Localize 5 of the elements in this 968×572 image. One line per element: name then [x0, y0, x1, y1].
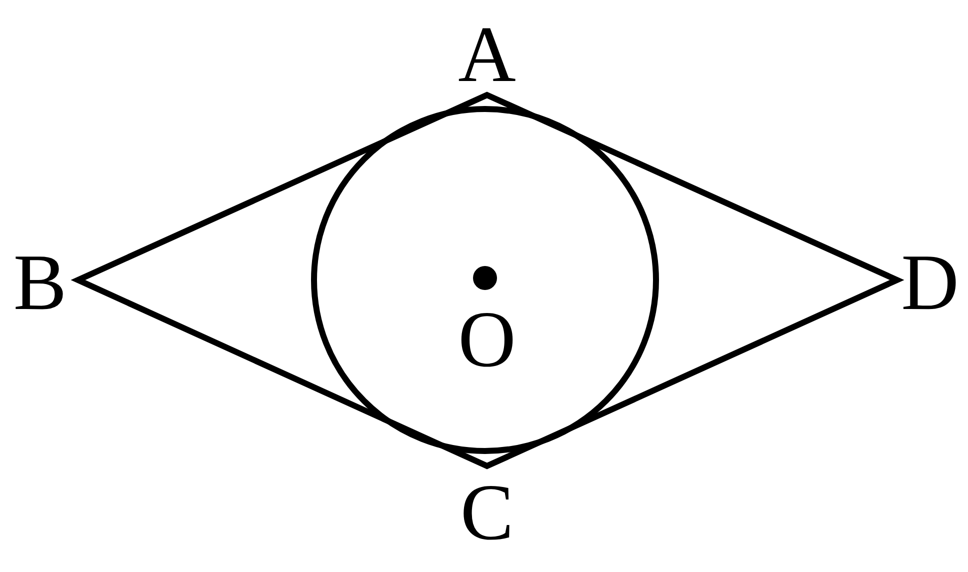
vertex-label: D [901, 243, 959, 323]
vertex-label: C [460, 473, 514, 553]
vertex-label: A [458, 15, 516, 95]
vertex-label: B [13, 243, 67, 323]
vertex-label: O [458, 300, 516, 380]
